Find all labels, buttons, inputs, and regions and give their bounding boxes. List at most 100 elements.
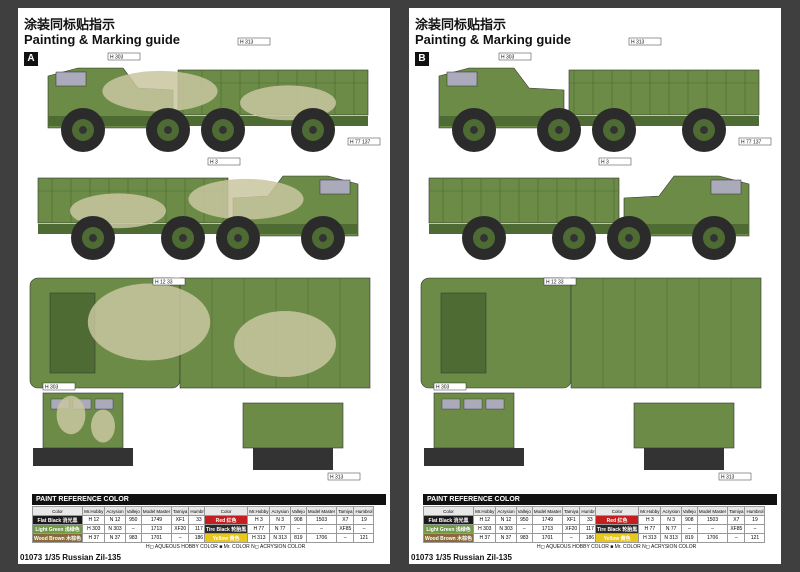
- callout-label: H 12 33: [546, 280, 564, 286]
- paint-value: 1749: [140, 515, 173, 525]
- paint-value: N 313: [269, 533, 291, 543]
- paint-header-cell: Vallejo: [515, 506, 533, 516]
- paint-header-cell: Tamiya: [171, 506, 190, 516]
- paint-value: –: [336, 533, 355, 543]
- paint-value: H 313: [247, 533, 271, 543]
- paint-value: 983: [124, 533, 142, 543]
- title-en: Painting & Marking guide: [415, 32, 572, 47]
- paint-value: 908: [289, 515, 307, 525]
- cab-window: [446, 71, 478, 87]
- color-callout: H 303: [42, 382, 76, 391]
- paint-value: –: [353, 524, 375, 534]
- paint-header-cell: Mr.Hobby: [247, 506, 271, 516]
- paint-value: H 303: [82, 524, 106, 534]
- paint-value: –: [727, 533, 746, 543]
- wheel-center: [555, 126, 563, 134]
- side-view: [428, 175, 750, 260]
- wheel-center: [570, 234, 578, 242]
- callout-box: [237, 37, 271, 46]
- callout-label: H 313: [631, 40, 645, 46]
- callout-box: [628, 37, 662, 46]
- color-callout: H 303: [107, 52, 141, 61]
- callout-box: [207, 157, 241, 166]
- callout-label: H 77 137: [741, 140, 762, 146]
- callout-box: [433, 382, 467, 391]
- callout-label: H 77 137: [350, 140, 371, 146]
- cab-window: [319, 179, 351, 195]
- paint-value: 1706: [696, 533, 729, 543]
- footer: 01073 1/35 Russian Zil-135: [20, 553, 121, 562]
- paint-value: N 77: [660, 524, 682, 534]
- paint-value: N 12: [495, 515, 517, 525]
- callout-box: [347, 137, 381, 146]
- paint-value: 1701: [140, 533, 173, 543]
- color-callout: H 3: [207, 157, 241, 166]
- color-callout: H 303: [433, 382, 467, 391]
- paint-header-cell: Acrysion: [495, 506, 517, 516]
- front-tires: [424, 448, 524, 466]
- paint-header-cell: Mr.Hobby: [82, 506, 106, 516]
- paint-value: H 37: [473, 533, 497, 543]
- side-view: [37, 175, 359, 260]
- paint-swatch: Yellow 黄色: [203, 533, 249, 543]
- paint-swatch: Tire Black 轮胎黑: [594, 524, 640, 534]
- paint-value: 19: [353, 515, 375, 525]
- paint-swatch: Wood Brown 木棕色: [31, 533, 84, 543]
- wheel-center: [179, 234, 187, 242]
- camo-patch: [91, 409, 115, 443]
- paint-value: 819: [289, 533, 307, 543]
- paint-header-cell: Model Master: [531, 506, 564, 516]
- paint-header-cell: Mr.Hobby: [473, 506, 497, 516]
- paint-header-cell: Acrysion: [269, 506, 291, 516]
- rear-body: [242, 402, 344, 449]
- callout-label: H 3: [601, 160, 609, 166]
- scheme-letter: A: [24, 52, 38, 66]
- paint-value: 1713: [531, 524, 564, 534]
- camo-patch: [188, 178, 304, 220]
- paint-value: –: [744, 524, 766, 534]
- callout-label: H 303: [501, 55, 515, 61]
- paint-value: –: [289, 524, 307, 534]
- callout-label: H 303: [436, 385, 450, 391]
- footer: 01073 1/35 Russian Zil-135: [411, 553, 512, 562]
- paint-swatch: Flat Black 消光黑: [31, 515, 84, 525]
- paint-swatch: Red 红色: [594, 515, 640, 525]
- paint-swatch: Tire Black 轮胎黑: [203, 524, 249, 534]
- wheel-center: [234, 234, 242, 242]
- callout-box: [718, 472, 752, 481]
- callout-label: H 3: [210, 160, 218, 166]
- paint-value: –: [696, 524, 729, 534]
- paint-value: 19: [744, 515, 766, 525]
- callout-box: [738, 137, 772, 146]
- wheel-center: [610, 126, 618, 134]
- paint-header-cell: Tamiya: [562, 506, 581, 516]
- engine-deck: [49, 292, 96, 374]
- front-view: [33, 392, 133, 466]
- callout-label: H 12 33: [155, 280, 173, 286]
- front-tires: [33, 448, 133, 466]
- wheel-center: [625, 234, 633, 242]
- side-view: [47, 67, 369, 152]
- color-callout: H 77 137: [738, 137, 772, 146]
- wheel-center: [89, 234, 97, 242]
- paint-value: 1713: [140, 524, 173, 534]
- callout-box: [107, 52, 141, 61]
- wheel-center: [470, 126, 478, 134]
- color-callout: H 313: [237, 37, 271, 46]
- callout-box: [42, 382, 76, 391]
- callout-label: H 303: [110, 55, 124, 61]
- paint-value: 1706: [305, 533, 338, 543]
- paint-value: XF1: [562, 515, 581, 525]
- wheel-center: [480, 234, 488, 242]
